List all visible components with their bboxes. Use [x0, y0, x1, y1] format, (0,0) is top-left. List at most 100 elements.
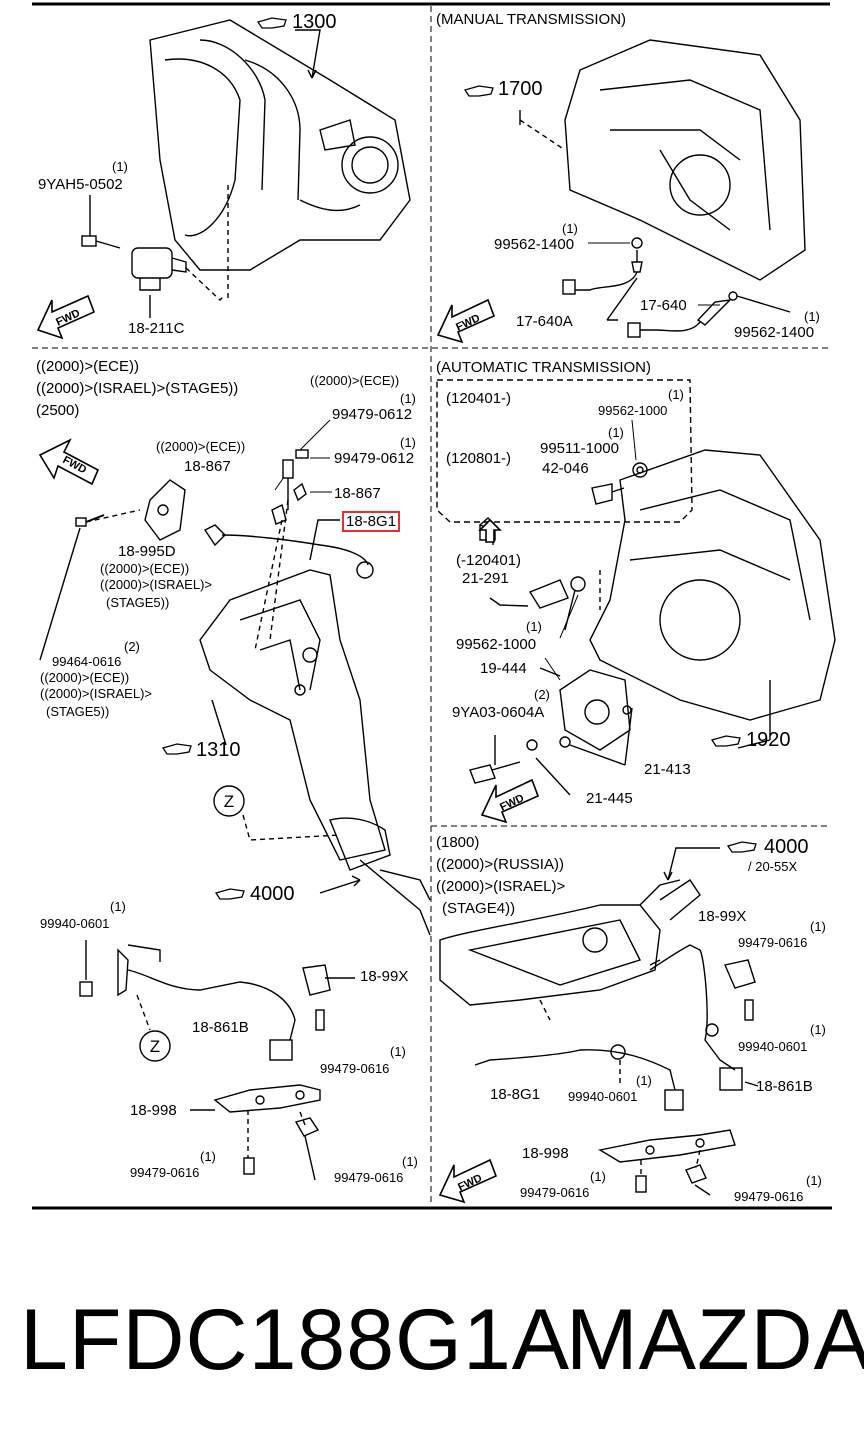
- ref-1700-label: 1700: [498, 78, 543, 100]
- bolt2-qty: (1): [400, 435, 416, 450]
- condition-line: ((2000)>(ISRAEL)>: [100, 577, 212, 592]
- condition-line: ((2000)>(ISRAEL)>: [436, 878, 566, 895]
- ref-hand-icons: [161, 17, 757, 900]
- part-99940-0601[interactable]: 99940-0601: [40, 916, 110, 931]
- part-99562-1400[interactable]: 99562-1400: [494, 236, 575, 253]
- part-99940-0601-3[interactable]: 99940-0601: [568, 1089, 638, 1104]
- part-99562-1400-2[interactable]: 99562-1400: [734, 324, 815, 341]
- exhaust-manifold-drawing: [39, 449, 431, 936]
- part-99479-0612[interactable]: 99479-0612: [332, 406, 413, 423]
- washer2-qty: (1): [526, 619, 542, 634]
- manual-transmission-heading: (MANUAL TRANSMISSION): [436, 11, 627, 28]
- part-17-640a[interactable]: 17-640A: [516, 313, 573, 330]
- part-42-046[interactable]: 42-046: [542, 460, 589, 477]
- manual-transmission-drawing: [519, 39, 806, 338]
- part-99464-0616[interactable]: 99464-0616: [52, 654, 122, 669]
- bolt3-qty: (2): [124, 639, 140, 654]
- leader-lines: [274, 242, 720, 681]
- part-18-211c[interactable]: 18-211C: [128, 320, 185, 337]
- bolt3-qty: (1): [402, 1154, 418, 1169]
- condition-line: (STAGE5)): [106, 595, 170, 610]
- bolt-qty: (2): [534, 687, 550, 702]
- catalyst-drawing: [439, 847, 759, 1196]
- highlighted-part-18-8g1[interactable]: 18-8G1: [342, 511, 401, 532]
- washer-qty: (1): [562, 221, 578, 236]
- bolt1-qty: (1): [390, 1044, 406, 1059]
- nut-qty: (1): [110, 899, 126, 914]
- part-99511-1000[interactable]: 99511-1000: [540, 440, 619, 457]
- part-99479-0616-3[interactable]: 99479-0616: [334, 1170, 404, 1185]
- ref-subgroup: / 20-55X: [748, 859, 798, 874]
- date-range: (-120401): [456, 552, 522, 569]
- part-number: LFDC188G1A: [20, 1292, 571, 1388]
- part-99479-0616-5[interactable]: 99479-0616: [520, 1185, 590, 1200]
- condition-line: ((2000)>(ISRAEL)>: [40, 686, 152, 701]
- diagram-drawing: FWD FWD FWD FWD FWD Z Z: [32, 2, 836, 1210]
- condition-ece: ((2000)>(ECE)): [310, 373, 400, 388]
- seal-qty: (1): [608, 425, 624, 440]
- automatic-transmission-drawing: [436, 379, 836, 796]
- part-18-998-2[interactable]: 18-998: [522, 1145, 569, 1162]
- z-marker: Z: [224, 792, 234, 811]
- ref-4000-label: 4000: [250, 883, 295, 905]
- part-99479-0616[interactable]: 99479-0616: [320, 1061, 390, 1076]
- intake-manifold-drawing: [149, 19, 411, 271]
- part-21-291[interactable]: 21-291: [462, 570, 509, 587]
- ref-1300-label: 1300: [292, 11, 337, 33]
- date-range: (120801-): [446, 450, 512, 467]
- brand-name: MAZDA: [566, 1292, 864, 1388]
- part-18-867[interactable]: 18-867: [184, 458, 231, 475]
- condition-line: ((2000)>(ISRAEL)>(STAGE5)): [36, 380, 239, 397]
- part-18-861b-2[interactable]: 18-861B: [756, 1078, 813, 1095]
- part-18-995d[interactable]: 18-995D: [118, 543, 176, 560]
- part-99562-1000[interactable]: 99562-1000: [598, 403, 668, 418]
- part-9ya03-0604a[interactable]: 9YA03-0604A: [452, 704, 545, 721]
- purge-valve-drawing: [81, 29, 321, 318]
- fwd-arrows: [36, 294, 540, 1204]
- part-9yah5-0502[interactable]: 9YAH5-0502: [38, 176, 123, 193]
- bolt2-qty: (1): [590, 1169, 606, 1184]
- part-18-861b[interactable]: 18-861B: [192, 1019, 249, 1036]
- ref-1310-label: 1310: [196, 739, 241, 761]
- part-99479-0616-4[interactable]: 99479-0616: [738, 935, 808, 950]
- nut2-qty: (1): [636, 1073, 652, 1088]
- ref-4000-label: 4000: [764, 836, 809, 858]
- part-17-640[interactable]: 17-640: [640, 297, 687, 314]
- bolt2-qty: (1): [200, 1149, 216, 1164]
- part-99562-1000-2[interactable]: 99562-1000: [456, 636, 537, 653]
- automatic-transmission-heading: (AUTOMATIC TRANSMISSION): [436, 359, 652, 376]
- part-21-445[interactable]: 21-445: [586, 790, 633, 807]
- parts-diagram: FWD FWD FWD FWD FWD Z Z 1300 (1) 9YAH5: [32, 2, 836, 1210]
- bolt1-qty: (1): [810, 919, 826, 934]
- part-19-444[interactable]: 19-444: [480, 660, 527, 677]
- part-18-8g1[interactable]: 18-8G1: [490, 1086, 541, 1103]
- part-99479-0616-2[interactable]: 99479-0616: [130, 1165, 200, 1180]
- ref-1920-label: 1920: [746, 729, 791, 751]
- condition-line: (STAGE4)): [442, 900, 516, 917]
- panel-borders: [32, 2, 832, 1210]
- washer2-qty: (1): [804, 309, 820, 324]
- part-99940-0601-2[interactable]: 99940-0601: [738, 1039, 808, 1054]
- part-99479-0612-2[interactable]: 99479-0612: [334, 450, 415, 467]
- condition-line: (2500): [36, 402, 80, 419]
- condition-line: ((2000)>(ECE)): [40, 670, 130, 685]
- part-18-99x[interactable]: 18-99X: [360, 968, 409, 985]
- bolt-qty: (1): [112, 159, 128, 174]
- part-99479-0616-6[interactable]: 99479-0616: [734, 1189, 804, 1204]
- o2-sensor-left-drawing: [79, 940, 355, 1181]
- z-circles: [139, 785, 245, 1062]
- part-18-99x-2[interactable]: 18-99X: [698, 908, 747, 925]
- condition-line: (STAGE5)): [46, 704, 110, 719]
- product-caption: LFDC188G1A MAZDA: [0, 1290, 864, 1410]
- condition-line: ((2000)>(RUSSIA)): [436, 856, 564, 873]
- part-18-867-2[interactable]: 18-867: [334, 485, 381, 502]
- part-18-998[interactable]: 18-998: [130, 1102, 177, 1119]
- bolt1-qty: (1): [400, 391, 416, 406]
- bolt3-qty: (1): [806, 1173, 822, 1188]
- condition-line: ((2000)>(ECE)): [100, 561, 190, 576]
- nut1-qty: (1): [810, 1022, 826, 1037]
- condition-line: (1800): [436, 834, 480, 851]
- condition-ece: ((2000)>(ECE)): [156, 439, 246, 454]
- part-21-413[interactable]: 21-413: [644, 761, 691, 778]
- date-range: (120401-): [446, 390, 512, 407]
